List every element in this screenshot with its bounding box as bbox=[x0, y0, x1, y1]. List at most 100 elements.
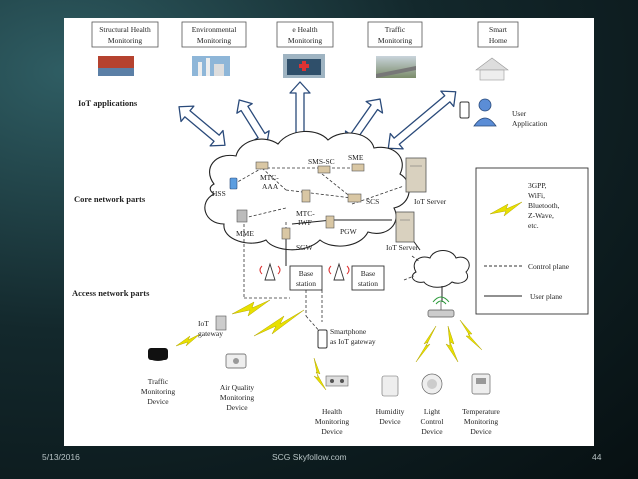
database-icon bbox=[229, 177, 238, 190]
footer-source: SCG Skyfollow.com bbox=[272, 452, 347, 462]
smartphone-icon bbox=[317, 329, 328, 349]
node-label: SME bbox=[348, 153, 364, 162]
server-icon bbox=[405, 157, 427, 193]
hss-node: HSS bbox=[212, 177, 238, 198]
traffic-sensor-icon bbox=[148, 348, 168, 360]
device-label: Device bbox=[226, 403, 248, 412]
smartphone-label: Smartphone bbox=[330, 327, 367, 336]
smartphone-gateway: Smartphone as IoT gateway bbox=[317, 327, 376, 349]
app-link-arrows bbox=[178, 81, 457, 150]
router-icon bbox=[301, 189, 311, 203]
node-label: SCS bbox=[366, 197, 379, 206]
device-label: Humidity bbox=[376, 407, 405, 416]
router-icon bbox=[351, 163, 365, 172]
device-label: Traffic bbox=[148, 377, 169, 386]
device-light-control: Light Control Device bbox=[421, 373, 444, 436]
app-traffic: Traffic Monitoring bbox=[367, 21, 423, 78]
base-station-left: Base station bbox=[259, 262, 323, 291]
antenna-icon bbox=[264, 262, 276, 281]
footer-page-number: 44 bbox=[592, 452, 602, 462]
user-application: User Application bbox=[459, 98, 548, 128]
sgw-node: SGW bbox=[281, 227, 314, 252]
control-plane-links bbox=[233, 167, 405, 299]
legend-wireless-text: Bluetooth, bbox=[528, 201, 560, 210]
mtc-aaa-node: MTC- AAA bbox=[255, 161, 279, 191]
section-label-iot-applications: IoT applications bbox=[78, 98, 138, 108]
iot-architecture-diagram: Structural Health Monitoring Environment… bbox=[72, 21, 589, 436]
lightning-icon bbox=[231, 299, 271, 317]
lightning-icon bbox=[175, 333, 201, 347]
legend: 3GPP, WiFi, Bluetooth, Z-Wave, etc. Cont… bbox=[475, 167, 589, 315]
access-point-icon bbox=[427, 309, 455, 318]
section-label-core-network: Core network parts bbox=[74, 194, 146, 204]
app-label: Home bbox=[489, 36, 508, 45]
iot-gateway-label: gateway bbox=[198, 329, 223, 338]
pgw-node: PGW bbox=[325, 215, 358, 236]
device-humidity: Humidity Device bbox=[376, 375, 405, 426]
lightning-icon bbox=[445, 325, 459, 363]
app-label: Monitoring bbox=[108, 36, 142, 45]
health-sensor-icon bbox=[325, 375, 349, 387]
device-air-quality: Air Quality Monitoring Device bbox=[220, 353, 254, 412]
router-icon bbox=[317, 165, 331, 174]
node-label: MTC- bbox=[296, 209, 315, 218]
sme-node: SME bbox=[348, 153, 365, 172]
double-arrow bbox=[387, 90, 457, 150]
router-icon bbox=[325, 215, 335, 229]
device-label: Monitoring bbox=[315, 417, 349, 426]
device-temperature: Temperature Monitoring Device bbox=[462, 373, 501, 436]
app-label: Environmental bbox=[192, 25, 237, 34]
app-label: Monitoring bbox=[288, 36, 322, 45]
device-label: Device bbox=[147, 397, 169, 406]
device-label: Light bbox=[424, 407, 441, 416]
app-label: Structural Health bbox=[99, 25, 151, 34]
iot-server-top: IoT Server bbox=[405, 157, 447, 206]
internet-cloud bbox=[411, 250, 470, 288]
lightning-icon bbox=[459, 319, 483, 351]
router-icon bbox=[281, 227, 291, 240]
device-label: Device bbox=[470, 427, 492, 436]
legend-wireless-text: WiFi, bbox=[528, 191, 545, 200]
router-icon bbox=[347, 193, 362, 203]
sms-sc-node: SMS-SC bbox=[308, 157, 335, 174]
lightning-icon bbox=[313, 357, 327, 391]
device-label: Monitoring bbox=[220, 393, 254, 402]
user-application-label: User bbox=[512, 109, 527, 118]
legend-control-plane: Control plane bbox=[528, 262, 570, 271]
node-label: SMS-SC bbox=[308, 157, 335, 166]
app-label: e Health bbox=[292, 25, 317, 34]
app-environmental: Environmental Monitoring bbox=[181, 21, 247, 76]
legend-wireless-text: etc. bbox=[528, 221, 539, 230]
base-station-label: station bbox=[296, 279, 316, 288]
device-label: Control bbox=[421, 417, 444, 426]
base-station-label: station bbox=[358, 279, 378, 288]
app-label: Monitoring bbox=[378, 36, 412, 45]
router-icon bbox=[255, 161, 269, 170]
app-label: Monitoring bbox=[197, 36, 231, 45]
app-label: Traffic bbox=[385, 25, 406, 34]
server-icon bbox=[236, 209, 248, 223]
device-label: Device bbox=[421, 427, 443, 436]
legend-user-plane: User plane bbox=[530, 292, 563, 301]
device-health-monitoring: Health Monitoring Device bbox=[315, 375, 349, 436]
smartphone-label: as IoT gateway bbox=[330, 337, 376, 346]
antenna-icon bbox=[333, 262, 345, 281]
base-station-label: Base bbox=[361, 269, 376, 278]
node-label: MTC- bbox=[260, 173, 279, 182]
device-label: Temperature bbox=[462, 407, 500, 416]
node-label: PGW bbox=[340, 227, 358, 236]
wifi-signal-icon bbox=[435, 300, 447, 305]
iot-server-label: IoT Server bbox=[386, 243, 419, 252]
device-label: Monitoring bbox=[464, 417, 498, 426]
app-label: Smart bbox=[489, 25, 508, 34]
lightning-icon bbox=[489, 201, 523, 217]
footer-date: 5/13/2016 bbox=[42, 452, 80, 462]
phone-icon bbox=[459, 101, 470, 119]
section-label-access-network: Access network parts bbox=[72, 288, 150, 298]
iot-gateway: IoT gateway bbox=[198, 315, 227, 338]
user-icon bbox=[478, 98, 492, 112]
wireless-links bbox=[175, 299, 483, 391]
gateway-icon bbox=[215, 315, 227, 331]
device-label: Monitoring bbox=[141, 387, 175, 396]
lightning-icon bbox=[415, 325, 437, 363]
